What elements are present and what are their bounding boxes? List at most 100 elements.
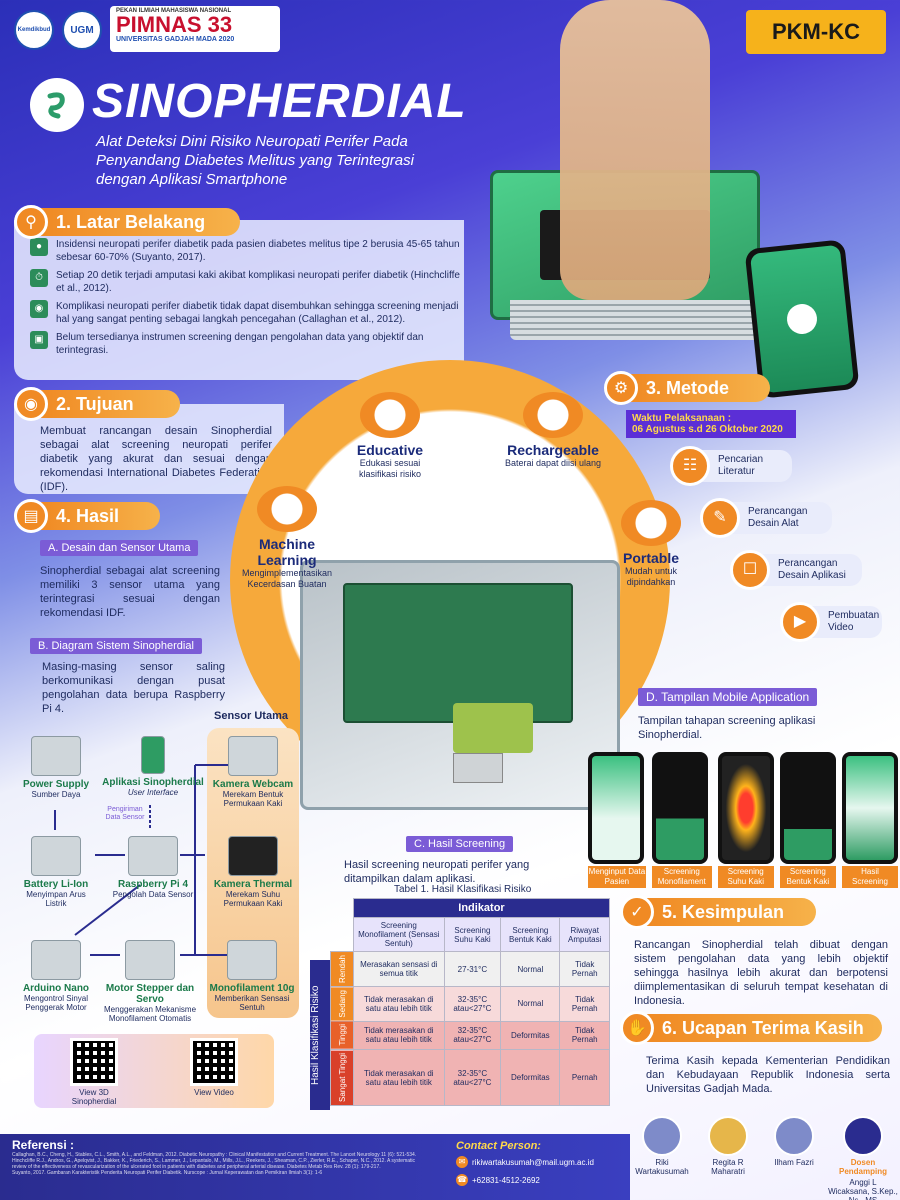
hasil-c: C. Hasil Screening Hasil screening neuro… <box>344 834 584 886</box>
ugm-logo: UGM <box>62 10 102 50</box>
gears-icon: ⚙ <box>604 371 638 405</box>
hasil-c-text: Hasil screening neuropati perifer yang d… <box>344 859 530 885</box>
kesimpulan-heading: 5. Kesimpulan <box>646 898 816 926</box>
team-people: Riki Wartakusumah Regita R Maharatri Ilh… <box>630 1116 900 1200</box>
contact: Contact Person: ✉ rikiwartakusumah@mail.… <box>456 1140 594 1186</box>
page-subtitle: Alat Deteksi Dini Risiko Neuropati Perif… <box>96 133 414 188</box>
person: Riki Wartakusumah <box>630 1116 694 1200</box>
video-icon: ▶ <box>780 602 820 642</box>
pimnas-logo: PEKAN ILMIAH MAHASISWA NASIONAL PIMNAS 3… <box>110 6 280 52</box>
phone-screens: Menginput Data Pasien Screening Monofila… <box>588 752 898 888</box>
footer: Referensi : Callaghan, B.C., Cheng, H., … <box>0 1134 630 1200</box>
hasil-heading: 4. Hasil <box>40 502 160 530</box>
foot-illustration <box>560 0 710 300</box>
tujuan-heading: 2. Tujuan <box>40 390 180 418</box>
tujuan-text: Membuat rancangan desain Sinopherdial se… <box>40 425 272 493</box>
qr-code-icon <box>70 1038 118 1086</box>
latar-list: ●Insidensi neuropati perifer diabetik pa… <box>30 238 460 362</box>
checklist-icon: ✓ <box>620 895 654 929</box>
chart-icon: ▤ <box>14 499 48 533</box>
list-item: ⏱Setiap 20 detik terjadi amputasi kaki a… <box>30 269 460 295</box>
latar-section: ⚲ 1. Latar Belakang <box>14 205 464 380</box>
contact-phone[interactable]: +62831-4512-2692 <box>472 1175 540 1185</box>
target-icon: ◉ <box>14 387 48 421</box>
table-row: Sedang Tidak merasakan di satu atau lebi… <box>330 986 610 1022</box>
battery-icon <box>523 392 583 438</box>
page-title: SINOPHERDIAL <box>92 75 467 128</box>
person: Ilham Fazri <box>762 1116 826 1200</box>
qr-video[interactable]: View Video <box>179 1038 249 1108</box>
hasil-c-label: C. Hasil Screening <box>406 836 514 852</box>
document-icon: ☷ <box>670 446 710 486</box>
qr-code-icon <box>190 1038 238 1086</box>
header-logos: Kemdikbud UGM <box>14 10 102 50</box>
feature-rechargeable: Rechargeable Baterai dapat diisi ulang <box>498 392 608 469</box>
phone-icon: ☎ <box>456 1174 468 1186</box>
table-row: Tinggi Tidak merasakan di satu atau lebi… <box>330 1020 610 1051</box>
table-side-label: Hasil Klasifikasi Risiko <box>310 960 330 1110</box>
avatar <box>843 1116 883 1156</box>
list-item: ▣Belum tersedianya instrumen screening d… <box>30 331 460 357</box>
foot-icon: ● <box>30 238 48 256</box>
hasil-d-text: Tampilan tahapan screening aplikasi Sino… <box>638 715 816 741</box>
magnifier-icon: ⚲ <box>14 205 48 239</box>
hasil-b-label: B. Diagram Sistem Sinopherdial <box>30 638 202 654</box>
list-item: ☐Perancangan Desain Aplikasi <box>730 550 890 590</box>
device-3d-render <box>300 560 620 810</box>
risk-table: Indikator Screening Monofilament (Sensas… <box>330 898 610 1107</box>
feature-machine-learning: Machine Learning Mengimplementasikan Kec… <box>232 486 342 590</box>
pkm-badge: PKM-KC <box>746 10 886 54</box>
sinopherdial-logo-icon <box>30 78 84 132</box>
hasil-a: A. Desain dan Sensor Utama Sinopherdial … <box>40 538 220 620</box>
table-caption: Tabel 1. Hasil Klasifikasi Risiko <box>394 884 532 895</box>
terima-text: Terima Kasih kepada Kementerian Pendidik… <box>646 1055 890 1095</box>
qr-3d[interactable]: View 3D Sinopherdial <box>59 1038 129 1108</box>
list-item: ●Insidensi neuropati perifer diabetik pa… <box>30 238 460 264</box>
hasil-b: B. Diagram Sistem Sinopherdial Masing-ma… <box>30 636 225 716</box>
metode-waktu: Waktu Pelaksanaan : 06 Agustus s.d 26 Ok… <box>626 410 796 438</box>
timer-icon: ⏱ <box>30 269 48 287</box>
list-item: ▶Pembuatan Video <box>780 602 890 642</box>
contact-email[interactable]: rikiwartakusumah@mail.ugm.ac.id <box>472 1157 594 1167</box>
avatar <box>708 1116 748 1156</box>
hasil-d: D. Tampilan Mobile Application Tampilan … <box>638 688 898 742</box>
avatar <box>774 1116 814 1156</box>
kesimpulan-section: ✓ 5. Kesimpulan Rancangan Sinopherdial t… <box>620 895 890 1008</box>
cart-icon <box>621 500 681 546</box>
list-item: ✎Perancangan Desain Alat <box>700 498 890 538</box>
book-icon <box>360 392 420 438</box>
terima-section: ✋ 6. Ucapan Terima Kasih Terima Kasih ke… <box>620 1011 890 1096</box>
terima-heading: 6. Ucapan Terima Kasih <box>646 1014 882 1042</box>
hasil-d-label: D. Tampilan Mobile Application <box>638 688 818 706</box>
metode-steps: ☷Pencarian Literatur ✎Perancangan Desain… <box>670 446 890 654</box>
praying-hands-icon: ✋ <box>620 1011 654 1045</box>
hasil-a-label: A. Desain dan Sensor Utama <box>40 540 199 556</box>
qr-panel: View 3D Sinopherdial View Video <box>34 1034 274 1108</box>
tujuan-section: ◉ 2. Tujuan Membuat rancangan desain Sin… <box>14 387 284 494</box>
diagram-arrows <box>54 764 230 956</box>
pencil-icon: ✎ <box>700 498 740 538</box>
phone-screen: Hasil Screening <box>842 752 898 888</box>
latar-heading: 1. Latar Belakang <box>40 208 240 236</box>
avatar <box>642 1116 682 1156</box>
hasil-a-text: Sinopherdial sebagai alat screening memi… <box>40 565 220 619</box>
feature-portable: Portable Mudah untuk dipindahkan <box>606 500 696 588</box>
phone-screen: Menginput Data Pasien <box>588 752 646 888</box>
person: Regita R Maharatri <box>696 1116 760 1200</box>
kemdikbud-logo: Kemdikbud <box>14 10 54 50</box>
feature-educative: Educative Edukasi sesuai klasifikasi ris… <box>340 392 440 480</box>
device-icon: ▣ <box>30 331 48 349</box>
hasil-section: ▤ 4. Hasil <box>14 499 264 533</box>
sensor-title: Sensor Utama <box>214 710 288 722</box>
metode-heading: 3. Metode <box>630 374 770 402</box>
